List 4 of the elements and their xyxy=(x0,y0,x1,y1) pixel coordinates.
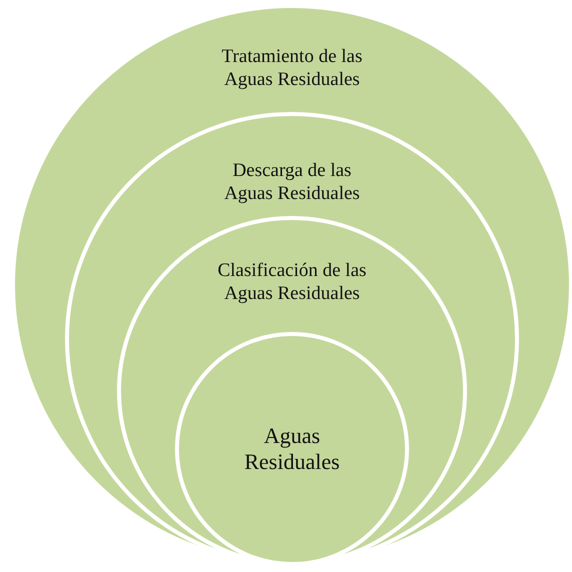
layer-label: Aguas Residuales xyxy=(243,422,341,476)
layer-label: Tratamiento de las Aguas Residuales xyxy=(220,46,364,92)
layer-label: Clasificación de las Aguas Residuales xyxy=(217,260,367,306)
layer-label: Descarga de las Aguas Residuales xyxy=(223,160,361,206)
